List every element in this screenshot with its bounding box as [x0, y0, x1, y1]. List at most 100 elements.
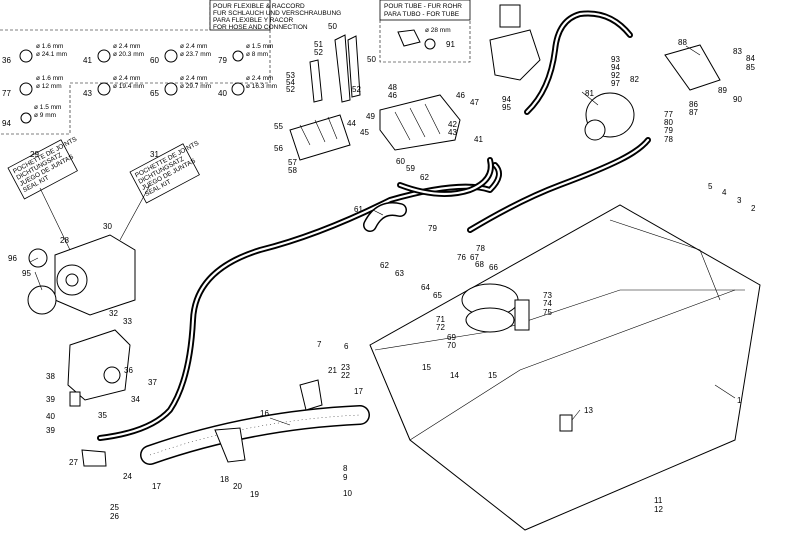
callout-62b: 62	[380, 261, 389, 270]
callout-55: 55	[274, 122, 283, 131]
callout-7: 7	[317, 340, 322, 349]
callout-80: 80	[664, 118, 673, 127]
control-joystick	[289, 34, 361, 161]
svg-text:ø 1.5 mm: ø 1.5 mm	[246, 43, 273, 50]
callout-46b: 46	[456, 91, 465, 100]
callout-76: 76	[457, 253, 466, 262]
svg-text:ø 12 mm: ø 12 mm	[36, 83, 62, 90]
callout-78a: 78	[476, 244, 485, 253]
callout-34: 34	[131, 395, 140, 404]
clamp-94: 94 ø 1.5 mm ø 9 mm	[2, 104, 61, 128]
callout-72: 72	[436, 323, 445, 332]
svg-text:ø 16.3 mm: ø 16.3 mm	[246, 83, 277, 90]
tank-return-hose	[363, 202, 407, 232]
callout-79a: 79	[428, 224, 437, 233]
callout-26: 26	[110, 512, 119, 521]
callout-42: 42	[448, 120, 457, 129]
svg-text:ø 29.7 mm: ø 29.7 mm	[180, 83, 211, 90]
callout-82: 82	[630, 75, 639, 84]
seal-kit-left: POCHETTE DE JOINTS DICHTUNGSATZ JUEGO DE…	[7, 136, 79, 200]
callout-37: 37	[148, 378, 157, 387]
suction-hose	[140, 379, 370, 465]
callout-36: 36	[124, 366, 133, 375]
callout-24: 24	[123, 472, 132, 481]
hose-box-line-3: PARA FLEXIBLE Y RACOR	[213, 17, 294, 24]
callout-94b: 94	[611, 63, 620, 72]
svg-text:ø 20.3 mm: ø 20.3 mm	[113, 51, 144, 58]
callout-97: 97	[611, 79, 620, 88]
callout-21: 21	[328, 366, 337, 375]
callout-1: 1	[737, 396, 742, 405]
callout-43: 43	[448, 128, 457, 137]
callout-63: 63	[395, 269, 404, 278]
callout-45: 45	[360, 128, 369, 137]
callout-9: 9	[343, 473, 348, 482]
callout-40: 40	[46, 412, 55, 421]
callout-54: 54	[286, 78, 295, 87]
callout-50a: 50	[328, 22, 337, 31]
svg-text:ø 1.6 mm: ø 1.6 mm	[36, 43, 63, 50]
callout-39b: 39	[46, 426, 55, 435]
hydraulic-hoses	[97, 10, 651, 441]
hydraulic-tank	[369, 204, 761, 531]
callout-15a: 15	[422, 363, 431, 372]
svg-text:43: 43	[83, 89, 92, 98]
callout-93: 93	[611, 55, 620, 64]
svg-text:ø 19.4 mm: ø 19.4 mm	[113, 83, 144, 90]
callout-65: 65	[433, 291, 442, 300]
svg-text:ø 2.4 mm: ø 2.4 mm	[180, 75, 207, 82]
callout-58: 58	[288, 166, 297, 175]
callout-87: 87	[689, 108, 698, 117]
svg-text:77: 77	[2, 89, 11, 98]
callout-71: 71	[436, 315, 445, 324]
svg-text:ø 23.7 mm: ø 23.7 mm	[180, 51, 211, 58]
svg-text:94: 94	[2, 119, 11, 128]
seal-kit-right: POCHETTE DE JOINTS DICHTUNGSATZ JUEGO DE…	[129, 140, 201, 204]
svg-text:ø 8 mm: ø 8 mm	[246, 51, 268, 58]
callout-92: 92	[611, 71, 620, 80]
tube-size: ø 28 mm	[425, 27, 451, 34]
hydraulic-pump	[27, 234, 136, 467]
callout-64: 64	[421, 283, 430, 292]
svg-text:ø 9 mm: ø 9 mm	[34, 112, 56, 119]
callout-88: 88	[678, 38, 687, 47]
callout-8: 8	[343, 464, 348, 473]
callout-60: 60	[396, 157, 405, 166]
callout-19: 19	[250, 490, 259, 499]
callout-16: 16	[260, 409, 269, 418]
callout-14: 14	[450, 371, 459, 380]
svg-text:60: 60	[150, 56, 159, 65]
callout-56: 56	[274, 144, 283, 153]
callout-73: 73	[543, 291, 552, 300]
callout-57: 57	[288, 158, 297, 167]
svg-text:ø 1.6 mm: ø 1.6 mm	[36, 75, 63, 82]
callout-41: 41	[474, 135, 483, 144]
tube-box: POUR TUBE - FUR ROHR PARA TUBO - FOR TUB…	[379, 0, 471, 63]
svg-text:41: 41	[83, 56, 92, 65]
clamp-43: 43 ø 2.4 mm ø 19.4 mm	[83, 75, 144, 98]
callout-46a: 46	[388, 91, 397, 100]
callout-96: 96	[8, 254, 17, 263]
svg-text:ø 2.4 mm: ø 2.4 mm	[113, 75, 140, 82]
svg-text:ø 24.1 mm: ø 24.1 mm	[36, 51, 67, 58]
callout-49: 49	[366, 112, 375, 121]
callout-17b: 17	[152, 482, 161, 491]
callout-4: 4	[722, 188, 727, 197]
svg-text:40: 40	[218, 89, 227, 98]
svg-text:36: 36	[2, 56, 11, 65]
callout-48: 48	[388, 83, 397, 92]
callout-29: 29	[30, 150, 39, 159]
svg-text:79: 79	[218, 56, 227, 65]
callout-68: 68	[475, 260, 484, 269]
callout-30: 30	[103, 222, 112, 231]
svg-text:65: 65	[150, 89, 159, 98]
callout-81: 81	[585, 89, 594, 98]
callout-85: 85	[746, 63, 755, 72]
callout-70: 70	[447, 341, 456, 350]
callout-61: 61	[354, 205, 363, 214]
callout-2: 2	[751, 204, 756, 213]
callout-84: 84	[746, 54, 755, 63]
callout-52b: 52	[286, 85, 295, 94]
callout-74: 74	[543, 299, 552, 308]
